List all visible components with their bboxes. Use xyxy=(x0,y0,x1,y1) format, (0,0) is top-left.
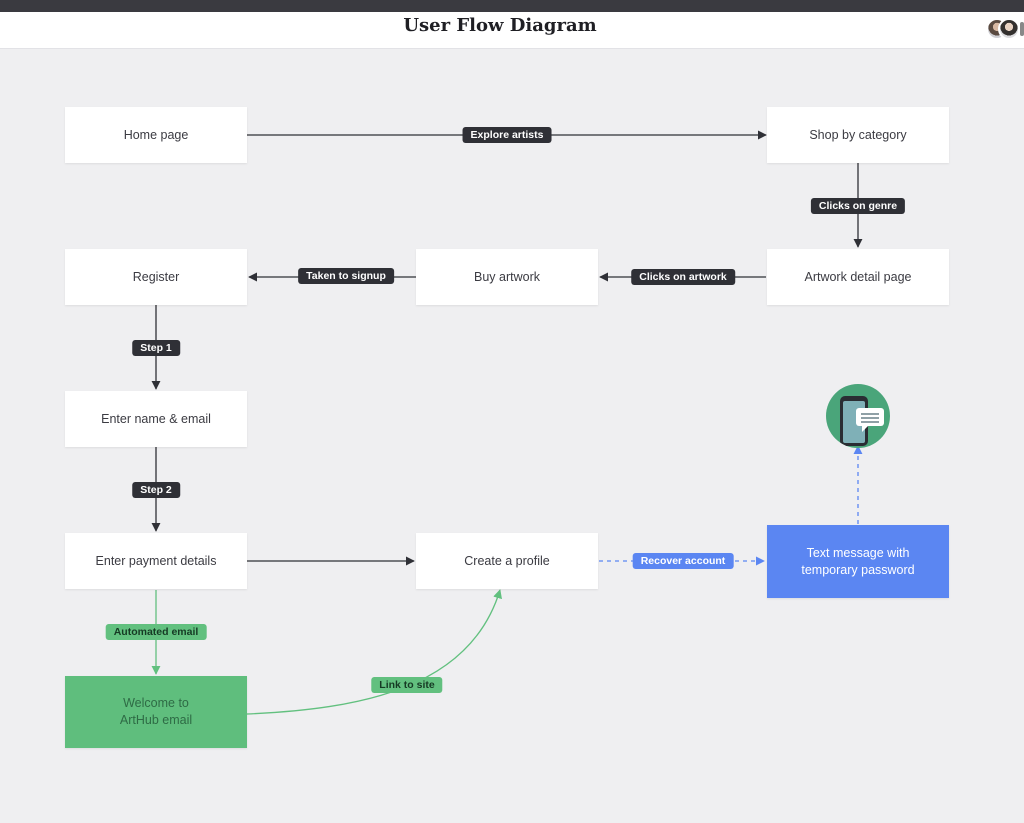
label-step-1[interactable]: Step 1 xyxy=(132,340,180,356)
node-enter-name-email[interactable]: Enter name & email xyxy=(65,391,247,447)
chat-bubble-icon xyxy=(856,408,884,432)
label-taken-to-signup[interactable]: Taken to signup xyxy=(298,268,394,284)
node-home-page[interactable]: Home page xyxy=(65,107,247,163)
diagram-canvas[interactable]: Home page Shop by category Register Buy … xyxy=(0,49,1024,823)
board-header: User Flow Diagram xyxy=(0,12,1024,49)
connector-welcome-to-profile[interactable] xyxy=(246,589,502,715)
board-title: User Flow Diagram xyxy=(403,15,597,36)
label-step-2[interactable]: Step 2 xyxy=(132,482,180,498)
label-clicks-on-genre[interactable]: Clicks on genre xyxy=(810,198,906,214)
label-link-to-site[interactable]: Link to site xyxy=(371,677,443,693)
label-automated-email[interactable]: Automated email xyxy=(105,624,207,640)
node-buy-artwork[interactable]: Buy artwork xyxy=(416,249,598,305)
label-explore-artists[interactable]: Explore artists xyxy=(462,127,552,143)
node-shop-by-category[interactable]: Shop by category xyxy=(767,107,949,163)
collaborator-avatars[interactable] xyxy=(986,18,1024,42)
avatar[interactable] xyxy=(998,18,1020,40)
avatar-overflow-indicator[interactable] xyxy=(1020,22,1024,36)
node-enter-payment-details[interactable]: Enter payment details xyxy=(65,533,247,589)
label-recover-account[interactable]: Recover account xyxy=(632,553,734,569)
label-clicks-on-artwork[interactable]: Clicks on artwork xyxy=(631,269,735,285)
node-artwork-detail-page[interactable]: Artwork detail page xyxy=(767,249,949,305)
window-top-bar xyxy=(0,0,1024,12)
phone-icon xyxy=(840,396,868,446)
phone-message-icon[interactable] xyxy=(826,384,890,448)
node-create-a-profile[interactable]: Create a profile xyxy=(416,533,598,589)
node-register[interactable]: Register xyxy=(65,249,247,305)
node-welcome-email[interactable]: Welcome to ArtHub email xyxy=(65,676,247,748)
node-text-message[interactable]: Text message with temporary password xyxy=(767,525,949,598)
